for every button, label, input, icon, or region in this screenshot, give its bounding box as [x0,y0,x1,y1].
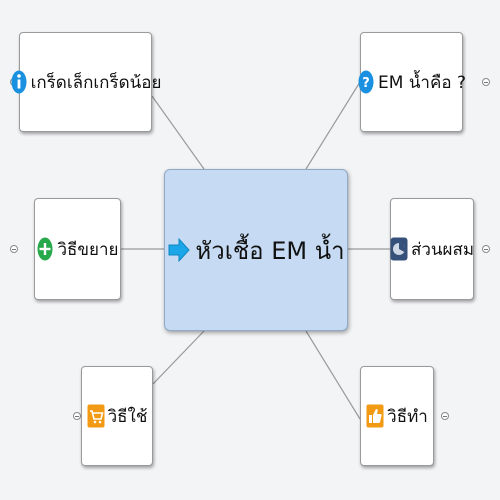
topic-ingredients-label: ส่วนผสม [410,239,475,260]
arrow-right-icon [167,236,191,264]
connector-use [152,330,205,385]
connector-what [305,81,361,170]
collapse-toggle-what[interactable] [482,78,490,86]
svg-text:?: ? [362,76,370,91]
topic-make[interactable]: วิธีทำ [360,366,434,466]
topic-ingredients[interactable]: ส่วนผสม [390,198,474,300]
central-topic[interactable]: หัวเชื้อ EM น้ำ [164,169,348,331]
connector-info [151,95,205,170]
topic-expand-label: วิธีขยาย [57,239,119,260]
topic-what[interactable]: ? EM น้ำคือ ? [357,32,466,132]
topic-info-label: เกร็ดเล็กเกร็ดน้อย [30,72,162,93]
thumbs-up-icon [366,404,384,428]
collapse-toggle-expand[interactable] [10,245,18,253]
topic-make-label: วิธีทำ [387,406,428,427]
plus-icon [36,237,54,261]
question-icon: ? [357,70,375,94]
topic-expand[interactable]: วิธีขยาย [34,198,121,300]
shopping-cart-icon [87,404,105,428]
collapse-toggle-use[interactable] [73,412,81,420]
central-topic-label: หัวเชื้อ EM น้ำ [195,236,345,265]
collapse-toggle-ingredients[interactable] [482,245,490,253]
pie-chart-icon [390,237,408,261]
topic-use[interactable]: วิธีใช้ [81,366,153,466]
topic-what-label: EM น้ำคือ ? [378,72,466,93]
collapse-toggle-make[interactable] [441,412,449,420]
topic-info[interactable]: เกร็ดเล็กเกร็ดน้อย [11,32,161,132]
info-icon [10,70,28,94]
topic-use-label: วิธีใช้ [107,406,148,427]
connector-make [305,330,361,420]
